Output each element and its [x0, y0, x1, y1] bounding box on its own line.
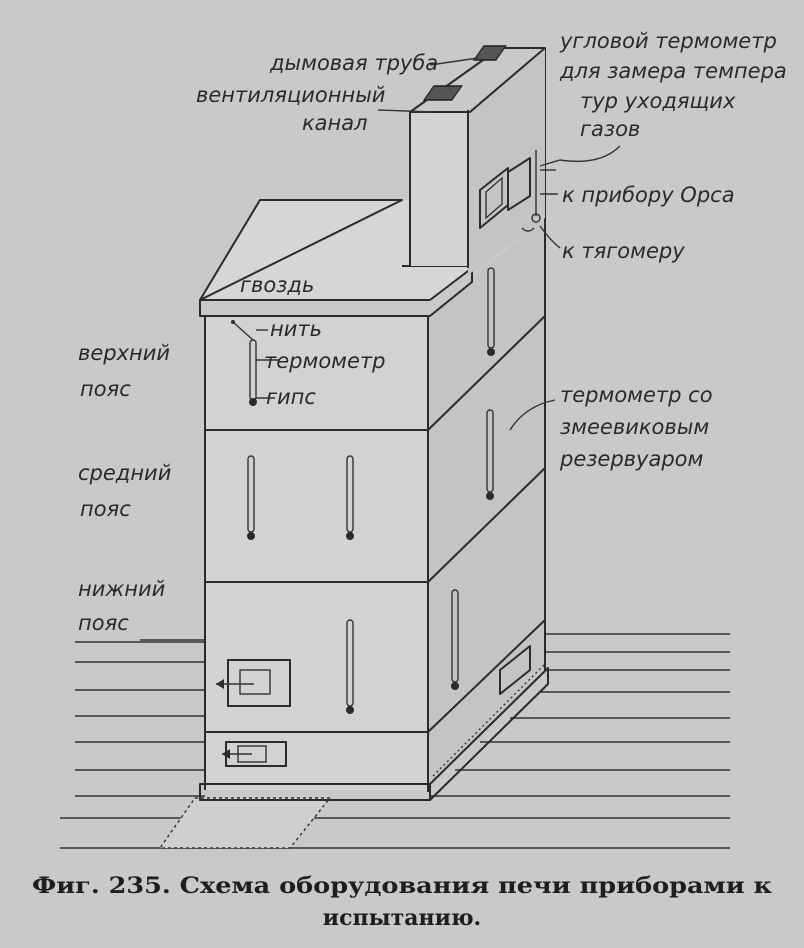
- label-vent-channel-2: канал: [302, 111, 368, 135]
- label-upper-belt-1: верхний: [78, 341, 170, 365]
- thermometers: [231, 267, 495, 714]
- label-lower-belt-1: нижний: [78, 577, 165, 601]
- thermometer-lower-front: [346, 619, 354, 714]
- instrument-ports: [479, 150, 556, 232]
- thermometer-upper-front: [231, 320, 257, 406]
- thermometer-middle-side: [486, 409, 494, 500]
- label-gypsum: гипс: [266, 385, 316, 409]
- stove-body: [199, 48, 549, 801]
- label-corner-thermometer-1: угловой термометр: [559, 29, 777, 53]
- figure-caption: Фиг. 235. Схема оборудования печи прибор…: [32, 873, 772, 931]
- thermometer-middle-front-right: [346, 455, 354, 540]
- label-smoke-pipe: дымовая труба: [269, 51, 438, 75]
- vent-opening: [422, 85, 463, 101]
- ash-channel: [158, 797, 332, 849]
- thermometer-middle-front-left: [247, 455, 255, 540]
- label-orsa-device: к прибору Орса: [562, 183, 735, 207]
- label-nail: гвоздь: [240, 273, 314, 297]
- smoke-pipe-opening: [472, 45, 507, 61]
- label-thread: нить: [270, 317, 322, 341]
- label-coil-thermometer-1: термометр со: [560, 383, 713, 407]
- stove-doors: [216, 645, 531, 767]
- chimney: [409, 45, 546, 275]
- label-upper-belt-2: пояс: [80, 377, 131, 401]
- caption-line-1: Фиг. 235. Схема оборудования печи прибор…: [32, 873, 772, 899]
- side-cleanout: [499, 645, 531, 695]
- thermometer-lower-side: [451, 589, 459, 690]
- floor-boards: [60, 633, 730, 849]
- diagram-labels: дымовая труба вентиляционный канал углов…: [78, 29, 787, 635]
- label-middle-belt-2: пояс: [80, 497, 131, 521]
- label-corner-thermometer-4: газов: [580, 117, 640, 141]
- label-corner-thermometer-2: для замера темпера: [559, 59, 787, 83]
- label-thermometer: термометр: [264, 349, 386, 373]
- label-lower-belt-2: пояс: [78, 611, 129, 635]
- fire-door: [227, 659, 291, 707]
- leader-lines: [140, 57, 621, 641]
- label-corner-thermometer-3: тур уходящих: [580, 89, 736, 113]
- caption-line-2: испытанию.: [323, 905, 481, 931]
- label-coil-thermometer-3: резервуаром: [559, 447, 704, 471]
- label-draft-gauge: к тягомеру: [562, 239, 685, 263]
- label-vent-channel-1: вентиляционный: [196, 83, 385, 107]
- label-coil-thermometer-2: змеевиковым: [560, 415, 709, 439]
- thermometer-upper-side: [487, 267, 495, 356]
- label-middle-belt-1: средний: [78, 461, 171, 485]
